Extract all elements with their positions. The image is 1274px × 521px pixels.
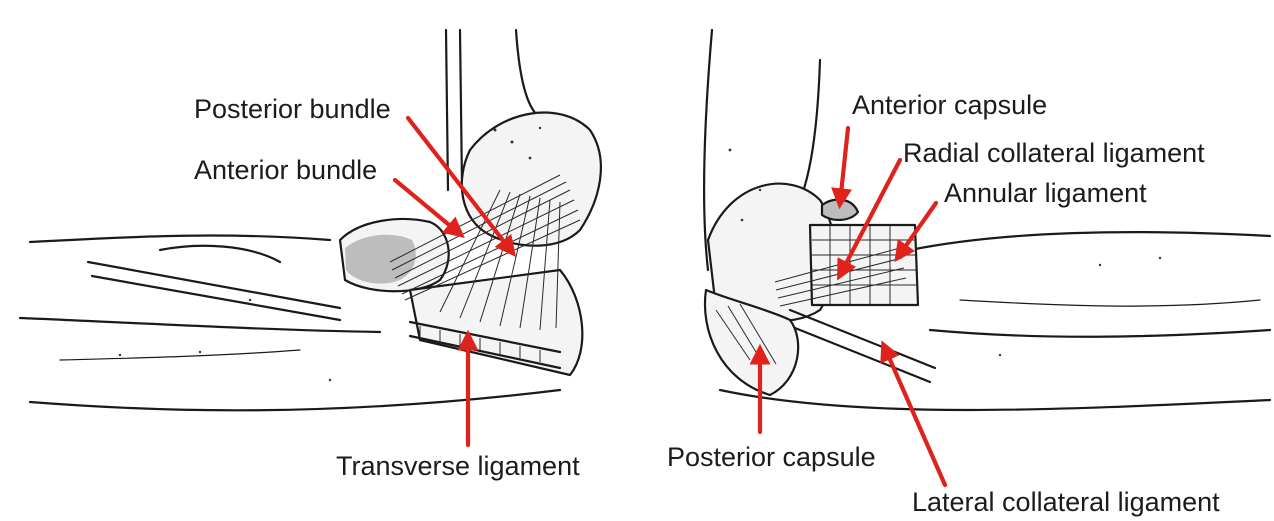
forearm-right-muscle — [960, 300, 1260, 306]
humerus-shaft-line-2 — [460, 30, 462, 185]
forearm-upper-contour — [30, 236, 330, 242]
annular-ligament-block — [810, 225, 918, 305]
ulnar-nerve-lower — [92, 276, 340, 320]
capsule-shading — [345, 235, 416, 284]
label-anterior-bundle: Anterior bundle — [194, 155, 377, 185]
label-posterior-capsule: Posterior capsule — [667, 442, 876, 472]
medial-elbow-illustration — [20, 30, 601, 410]
forearm-mid-contour — [20, 318, 380, 332]
ulnar-nerve-upper — [88, 262, 340, 308]
forearm-muscle-line — [60, 350, 300, 360]
label-anterior-capsule: Anterior capsule — [852, 90, 1047, 120]
arrow-anterior-capsule — [840, 128, 848, 203]
forearm-right-mid — [930, 330, 1270, 337]
humerus-front-contour — [800, 60, 820, 200]
label-posterior-bundle: Posterior bundle — [194, 94, 391, 124]
arrow-lateral-collateral-ligament — [884, 346, 945, 485]
forearm-right-upper — [910, 232, 1270, 250]
lateral-collateral-bottom — [785, 324, 930, 382]
forearm-lower-contour — [30, 390, 560, 410]
forearm-muscle-bulge — [160, 246, 280, 262]
label-radial-collateral-ligament: Radial collateral ligament — [903, 138, 1205, 168]
humerus-shaft-line-3 — [516, 30, 540, 118]
lateral-collateral-top — [790, 310, 935, 368]
label-annular-ligament: Annular ligament — [944, 178, 1147, 208]
label-lateral-collateral-ligament: Lateral collateral ligament — [912, 487, 1220, 517]
label-transverse-ligament: Transverse ligament — [336, 451, 580, 481]
lateral-elbow-illustration — [704, 30, 1270, 410]
forearm-right-lower — [720, 390, 1270, 410]
